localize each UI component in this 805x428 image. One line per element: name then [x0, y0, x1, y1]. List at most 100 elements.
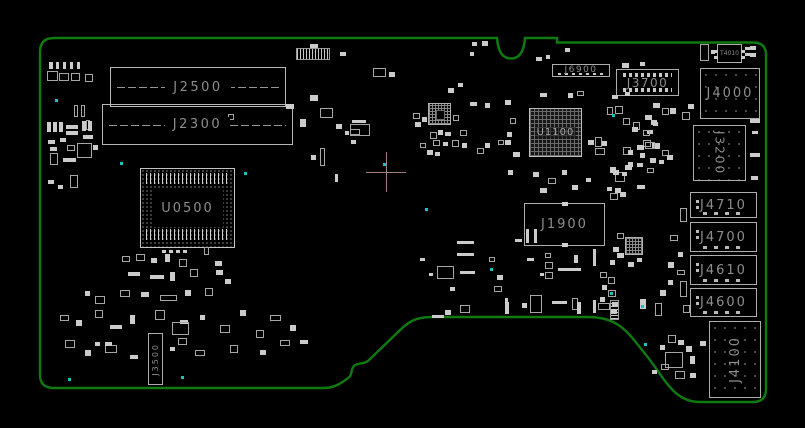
component-part: [462, 143, 467, 148]
component-part: [682, 112, 690, 120]
component-part: [290, 325, 296, 331]
component-part: [683, 305, 690, 313]
component-part: [595, 137, 602, 147]
component-part: [625, 237, 643, 255]
component-part: [600, 297, 605, 302]
component-part: [82, 121, 86, 131]
component-j4600[interactable]: J4600: [690, 288, 757, 317]
component-part: [65, 340, 75, 348]
component-j2300[interactable]: J2300: [102, 104, 293, 145]
via-dot: [644, 343, 647, 346]
component-label-j2300: J2300: [164, 117, 231, 132]
component-part: [310, 95, 318, 101]
via-dot: [610, 292, 613, 295]
component-part: [63, 158, 76, 162]
via-dot: [641, 305, 644, 308]
component-j6900[interactable]: J6900: [552, 64, 610, 77]
component-t4010[interactable]: T4010: [714, 44, 745, 63]
component-j4700[interactable]: J4700: [690, 222, 757, 252]
component-part: [95, 310, 103, 318]
component-part: [340, 52, 346, 56]
component-part: [256, 330, 264, 338]
component-part: [162, 250, 166, 253]
component-part: [598, 303, 610, 310]
component-j2500[interactable]: J2500: [110, 67, 286, 107]
component-part: [443, 142, 448, 146]
component-part: [66, 125, 78, 129]
component-part: [602, 285, 607, 290]
component-part: [230, 345, 238, 353]
component-part: [136, 254, 145, 261]
component-part: [445, 310, 451, 315]
component-part: [286, 104, 294, 109]
component-part: [448, 88, 454, 93]
component-part: [422, 117, 427, 122]
component-part: [413, 113, 420, 119]
component-part: [498, 140, 504, 145]
component-u0500[interactable]: U0500: [140, 168, 235, 248]
component-u1100[interactable]: U1100: [529, 108, 582, 157]
component-part: [688, 104, 694, 109]
component-part: [526, 229, 529, 243]
component-part: [105, 345, 117, 353]
component-part: [637, 145, 644, 150]
component-part: [311, 155, 316, 160]
component-part: [661, 364, 669, 370]
component-part: [651, 120, 657, 125]
component-part: [270, 315, 281, 321]
component-part: [622, 172, 627, 176]
component-part: [625, 165, 632, 170]
component-j3200[interactable]: J3200: [693, 125, 746, 181]
component-part: [686, 346, 692, 352]
component-part: [470, 102, 477, 106]
component-part: [452, 140, 459, 147]
component-j4610[interactable]: J4610: [690, 255, 757, 285]
component-part: [77, 143, 92, 158]
component-label-j4610: J4610: [700, 262, 747, 278]
component-part: [607, 187, 612, 191]
component-part: [429, 273, 433, 276]
component-part: [505, 302, 509, 314]
component-part: [66, 131, 78, 135]
component-j3700[interactable]: J3700: [616, 69, 679, 96]
component-label-j4700: J4700: [700, 229, 747, 245]
component-part: [536, 57, 542, 61]
component-part: [85, 291, 90, 296]
component-part: [438, 130, 443, 135]
component-part: [225, 279, 231, 284]
component-part: [522, 303, 527, 308]
component-part: [613, 247, 619, 252]
component-part: [489, 257, 495, 262]
component-part: [678, 252, 683, 257]
component-part: [568, 93, 573, 98]
component-part: [588, 140, 594, 145]
component-part: [95, 296, 105, 304]
component-part: [660, 345, 665, 350]
component-part: [628, 262, 634, 267]
component-part: [310, 44, 318, 48]
component-label-j2500: J2500: [165, 79, 231, 95]
component-part: [472, 42, 477, 46]
component-part: [711, 50, 715, 54]
component-part: [430, 132, 437, 139]
component-part: [505, 140, 511, 145]
component-part: [220, 325, 230, 333]
component-label-j3700: J3700: [626, 75, 669, 90]
component-j1900[interactable]: J1900: [524, 202, 605, 247]
component-j4000[interactable]: J4000: [700, 68, 760, 119]
component-part: [640, 62, 645, 66]
component-part: [130, 355, 138, 359]
component-part: [545, 262, 553, 269]
component-part: [620, 192, 626, 197]
component-j4710[interactable]: J4710: [690, 192, 757, 218]
component-part: [552, 301, 567, 304]
component-part: [653, 103, 660, 108]
component-j3500[interactable]: J3500: [148, 333, 163, 385]
component-part: [176, 250, 180, 253]
component-part: [179, 259, 187, 267]
via-dot: [490, 268, 493, 271]
component-part: [513, 152, 520, 157]
component-j4100[interactable]: J4100: [709, 321, 761, 398]
component-part: [643, 130, 650, 136]
